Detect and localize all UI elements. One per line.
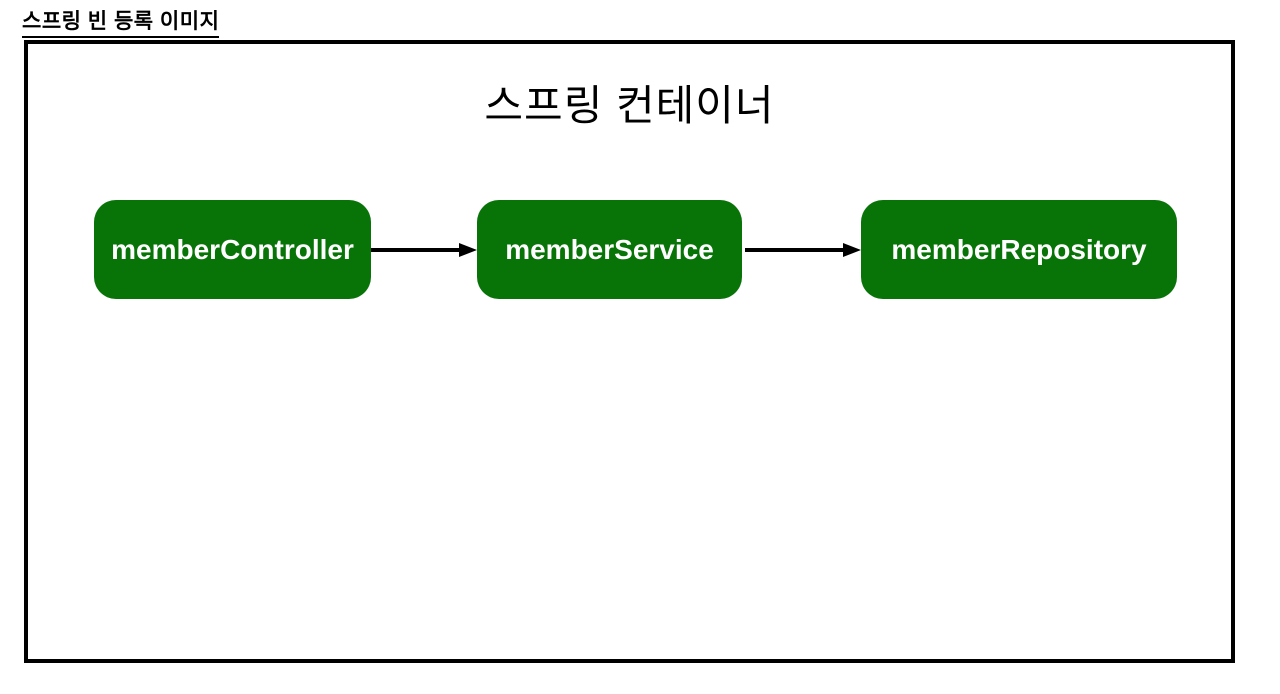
bean-member-repository: memberRepository bbox=[861, 200, 1177, 299]
arrow-controller-to-service-icon bbox=[371, 243, 477, 257]
bean-member-controller: memberController bbox=[94, 200, 371, 299]
bean-member-controller-label: memberController bbox=[111, 233, 354, 265]
arrow-line bbox=[371, 248, 459, 252]
arrow-head-icon bbox=[843, 243, 861, 257]
arrow-service-to-repository-icon bbox=[745, 243, 861, 257]
arrow-head-icon bbox=[459, 243, 477, 257]
arrow-line bbox=[745, 248, 843, 252]
bean-member-service-label: memberService bbox=[505, 233, 714, 265]
bean-member-repository-label: memberRepository bbox=[891, 233, 1147, 265]
bean-member-service: memberService bbox=[477, 200, 742, 299]
container-title: 스프링 컨테이너 bbox=[484, 82, 775, 129]
spring-container-box: 스프링 컨테이너 memberController memberService … bbox=[24, 40, 1235, 663]
page-title: 스프링 빈 등록 이미지 bbox=[22, 5, 220, 38]
